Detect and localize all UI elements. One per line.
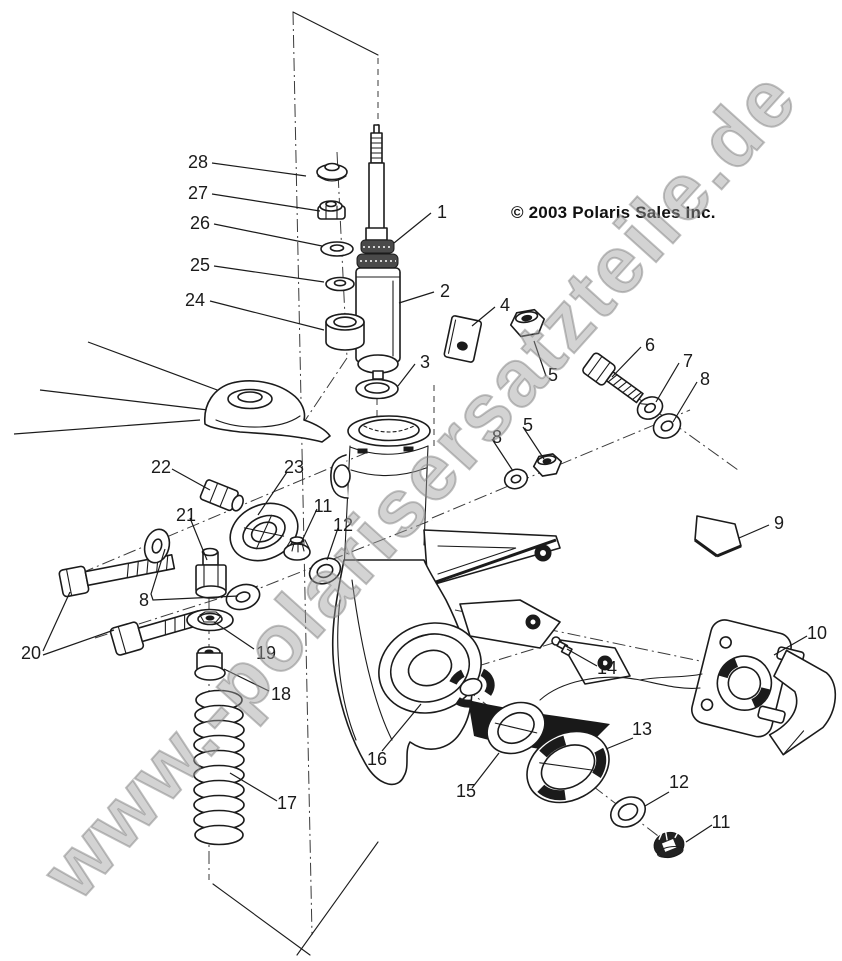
callout-27: 27	[188, 183, 208, 203]
callout-2: 2	[440, 281, 450, 301]
part-bearing-group	[486, 636, 703, 859]
callout-14: 14	[597, 658, 617, 678]
part-cone-nut	[283, 536, 311, 561]
callout-5-mid: 5	[523, 415, 533, 435]
callout-11-right: 11	[712, 812, 731, 832]
callout-8-left: 8	[139, 590, 149, 610]
callout-16: 16	[367, 749, 387, 769]
part-top-stack	[316, 162, 365, 351]
callout-3: 3	[420, 352, 430, 372]
callout-22: 22	[151, 457, 171, 477]
callout-9: 9	[774, 513, 784, 533]
callout-12-left: 12	[333, 515, 353, 535]
callout-5-top: 5	[548, 365, 558, 385]
callout-24: 24	[185, 290, 205, 310]
coil-spring	[193, 689, 245, 846]
leader-lines	[42, 162, 808, 843]
callout-15: 15	[456, 781, 476, 801]
callout-labels: 28 27 26 25 24 1 2 3 4 5 6 7 8 5 8 9 10 …	[21, 152, 827, 832]
callout-4: 4	[500, 295, 510, 315]
callout-17: 17	[277, 793, 297, 813]
part-knuckle	[330, 415, 631, 786]
callout-6: 6	[645, 335, 655, 355]
part-left-cluster	[58, 479, 342, 656]
copyright-notice: © 2003 Polaris Sales Inc.	[511, 203, 716, 222]
callout-10: 10	[807, 623, 827, 643]
callout-8-mid: 8	[492, 427, 502, 447]
callout-23: 23	[284, 457, 304, 477]
callout-7: 7	[683, 351, 693, 371]
callout-13: 13	[632, 719, 652, 739]
callout-21: 21	[176, 505, 196, 525]
part-strut-cartridge	[355, 124, 401, 400]
callout-1: 1	[437, 202, 447, 222]
part-caliper-group	[691, 515, 837, 756]
callout-25: 25	[190, 255, 210, 275]
callout-20: 20	[21, 643, 41, 663]
part-spring-stack	[186, 608, 245, 846]
callout-18: 18	[271, 684, 291, 704]
callout-12-right: 12	[669, 772, 689, 792]
callout-26: 26	[190, 213, 210, 233]
part-fasteners-upper	[443, 308, 682, 490]
callout-19: 19	[256, 643, 276, 663]
callout-11-left: 11	[314, 496, 333, 516]
part-boot	[13, 341, 331, 443]
callout-28: 28	[188, 152, 208, 172]
callout-8-top: 8	[700, 369, 710, 389]
